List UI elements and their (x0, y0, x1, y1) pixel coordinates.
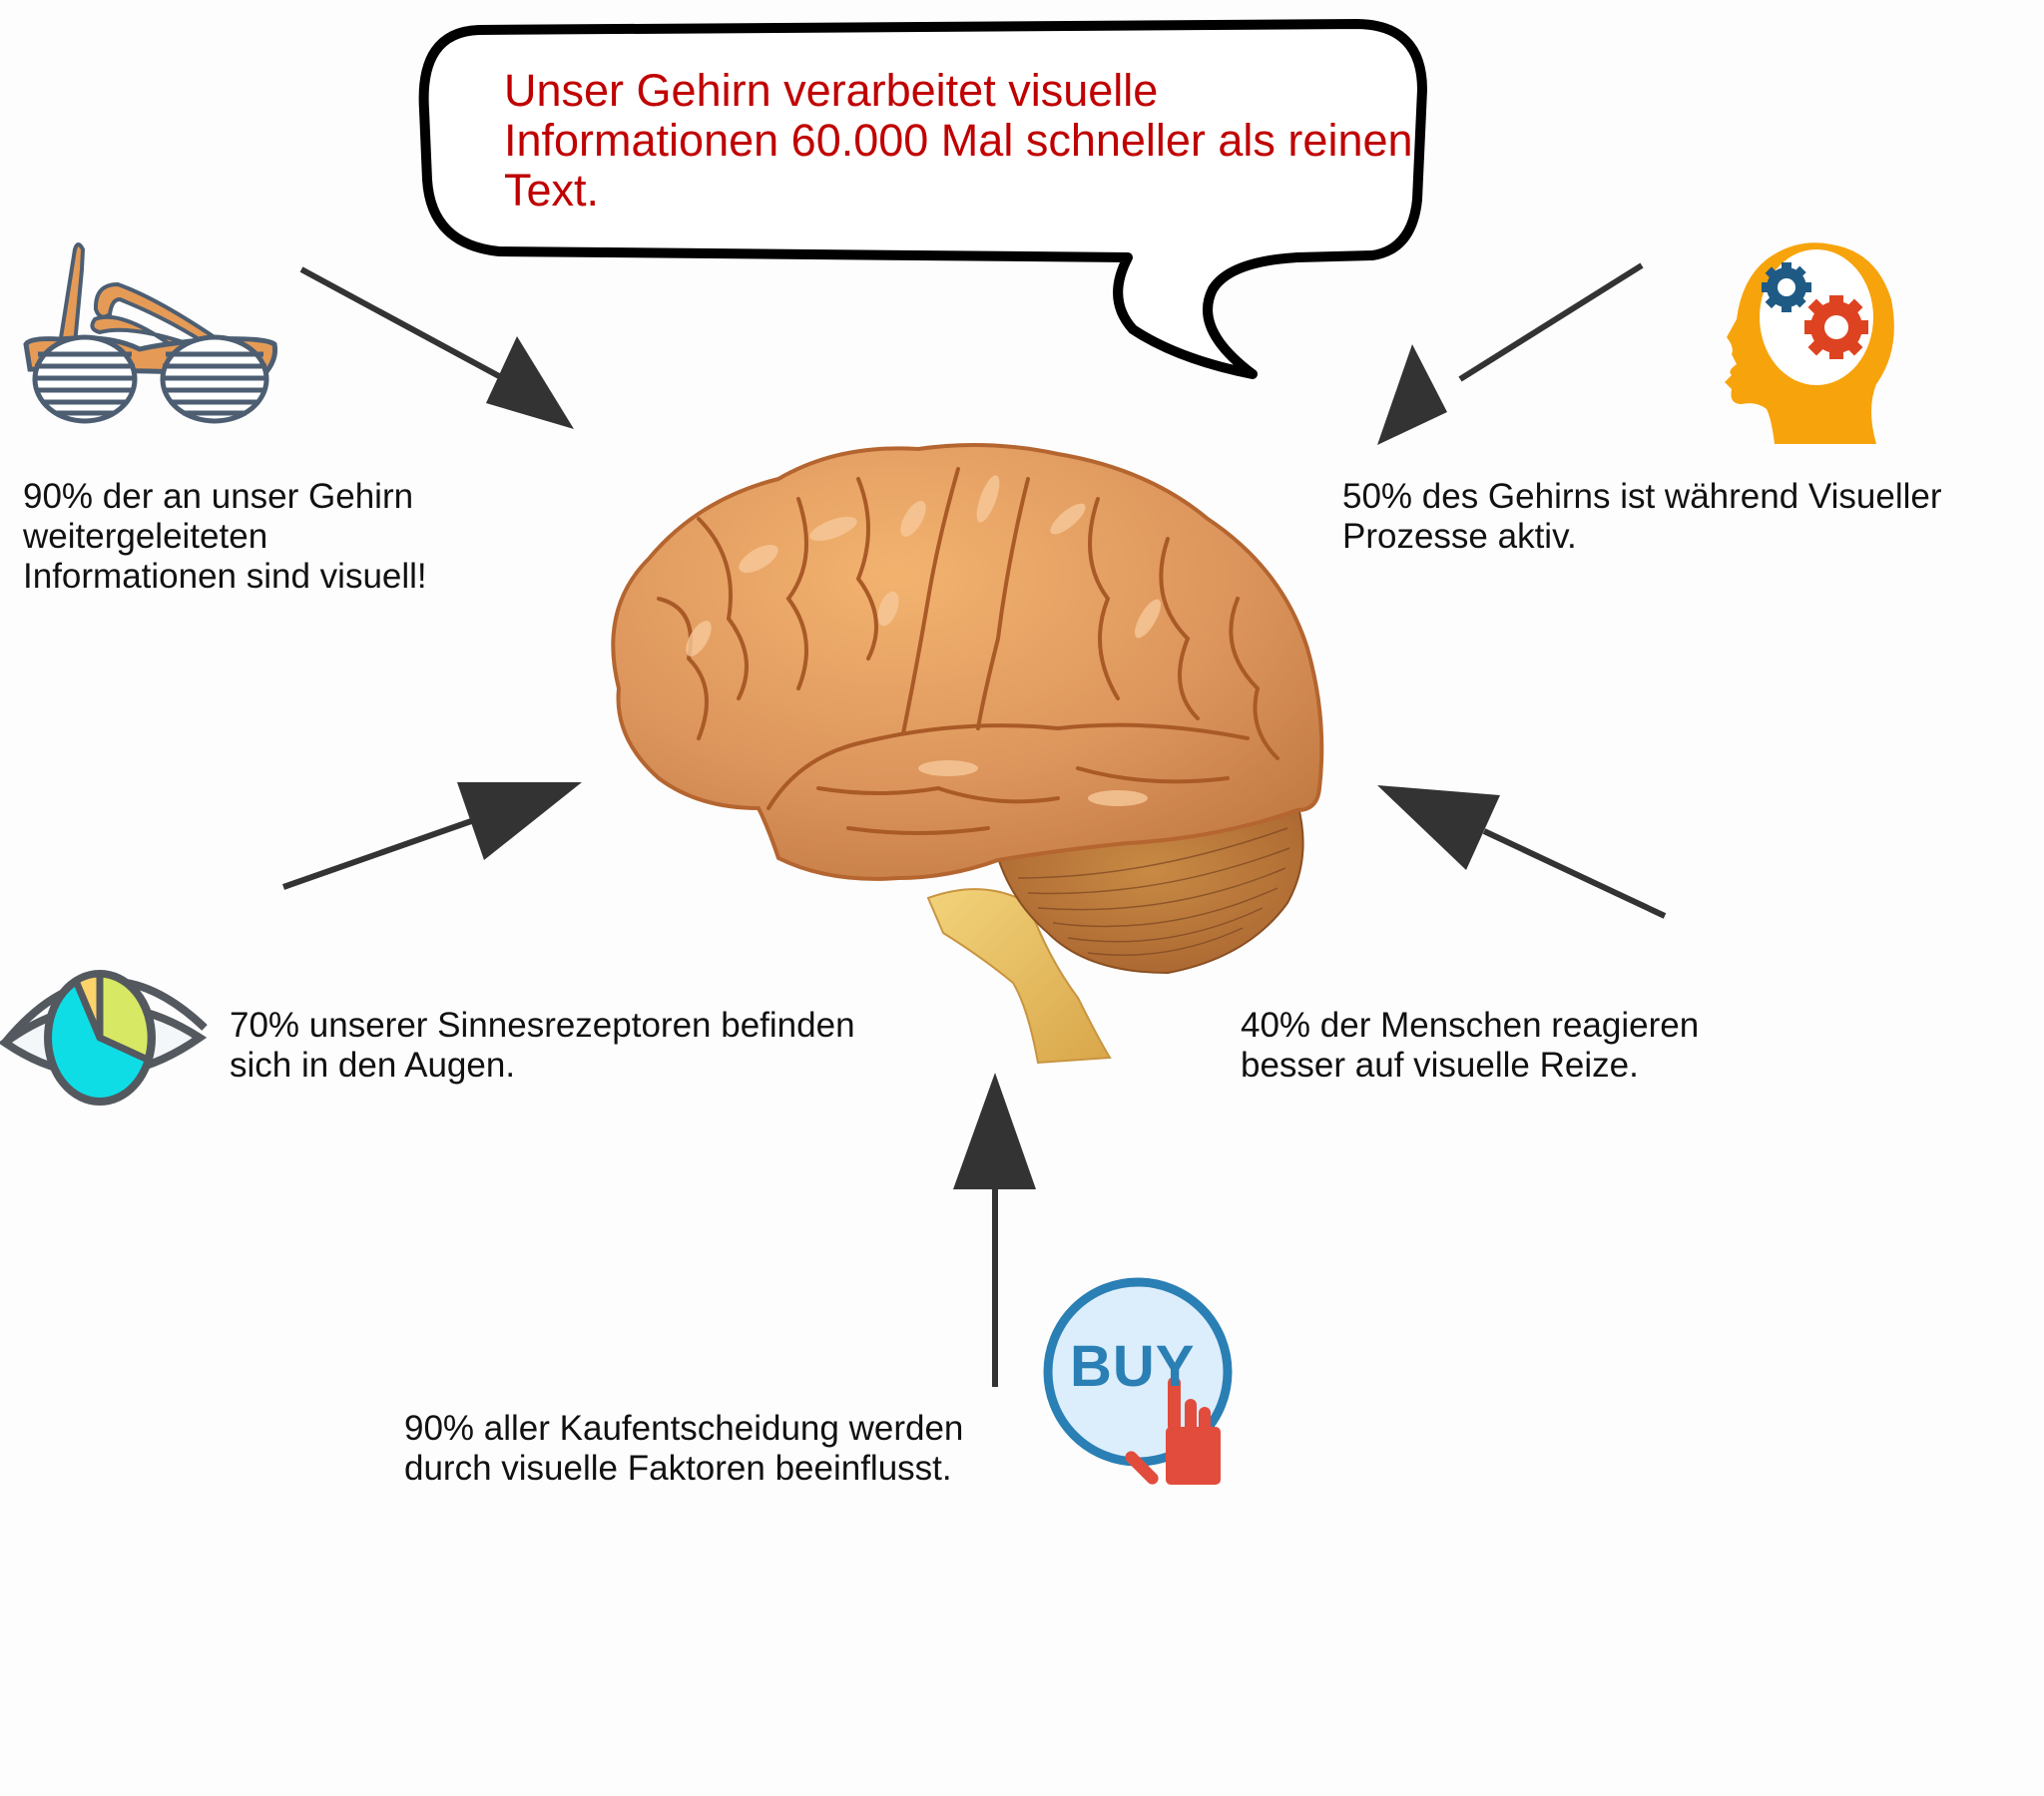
head-gears-icon (1725, 242, 1894, 444)
fact-buy-caption: 90% aller Kaufentscheidung werden durch … (404, 1409, 963, 1489)
caption-line: weitergeleiteten (23, 517, 268, 556)
caption-line: Informationen sind visuell! (23, 557, 427, 596)
gear-blue-icon (1762, 262, 1811, 312)
caption-line: sich in den Augen. (230, 1046, 516, 1085)
caption-line: Prozesse aktiv. (1342, 517, 1577, 556)
fact-glasses-caption: 90% der an unser Gehirn weitergeleiteten… (23, 477, 427, 597)
arrow-top-right (1377, 262, 1644, 445)
eye-pie-chart-icon (0, 970, 208, 1106)
brain-illustration (611, 443, 1324, 1065)
caption-line: 70% unserer Sinnesrezeptoren befinden (230, 1006, 855, 1045)
gear-red-icon (1804, 295, 1868, 359)
pointing-hand-icon (1125, 1377, 1221, 1485)
arrow-middle-left (282, 782, 582, 890)
arrow-middle-right (1377, 785, 1667, 919)
caption-line: 40% der Menschen reagieren (1241, 1006, 1700, 1045)
caption-line: durch visuelle Faktoren beeinflusst. (404, 1449, 952, 1488)
caption-line: besser auf visuelle Reize. (1241, 1046, 1639, 1085)
fact-eye-caption: 70% unserer Sinnesrezeptoren befinden si… (230, 1006, 855, 1086)
caption-line: 50% des Gehirns ist während Visueller (1342, 477, 1942, 516)
fact-head-caption: 50% des Gehirns ist während Visueller Pr… (1342, 477, 1942, 557)
fact-people-caption: 40% der Menschen reagieren besser auf vi… (1241, 1006, 1699, 1086)
speech-bubble (418, 19, 1427, 379)
arrow-top-left (299, 266, 574, 429)
buy-button-icon (1043, 1277, 1233, 1485)
caption-line: 90% aller Kaufentscheidung werden (404, 1409, 964, 1448)
buy-label: BUY (1070, 1334, 1196, 1399)
caption-line: 90% der an unser Gehirn (23, 477, 414, 516)
sunglasses-icon (23, 242, 277, 424)
arrow-bottom (953, 1073, 1036, 1387)
speech-bubble-text: Unser Gehirn verarbeitet visuelle Inform… (504, 65, 1413, 216)
